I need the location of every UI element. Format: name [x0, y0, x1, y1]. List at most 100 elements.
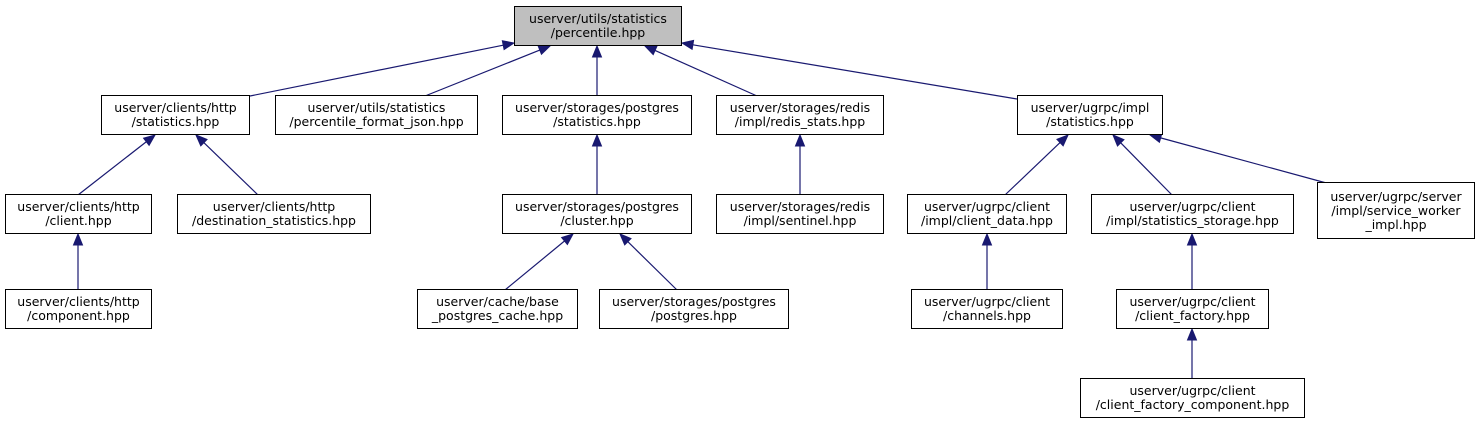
node-label-line: /postgres.hpp — [651, 308, 737, 323]
edge-postgres-cluster-to-postgres-statistics — [591, 133, 603, 195]
node-label-line: /impl/sentinel.hpp — [743, 213, 857, 228]
node-percentile[interactable]: userver/utils/statistics/percentile.hpp — [514, 6, 682, 46]
edge-channels-to-client-data — [981, 232, 993, 290]
edge-client-data-to-ugrpc-statistics — [1004, 134, 1069, 196]
edge-percentile-format-json-to-percentile — [424, 45, 552, 97]
arrowhead-icon — [1056, 134, 1069, 147]
arrowhead-icon — [794, 133, 806, 147]
node-label-line: /channels.hpp — [943, 308, 1031, 323]
node-label-line: /percentile_format_json.hpp — [289, 114, 464, 129]
arrowhead-icon — [1186, 232, 1198, 246]
edge-postgres-statistics-to-percentile — [591, 44, 603, 96]
node-label-line: userver/utils/statistics — [307, 100, 446, 115]
arrowhead-icon — [680, 39, 695, 51]
arrowhead-icon — [501, 40, 516, 51]
node-label-line: /statistics.hpp — [553, 114, 641, 129]
node-label-line: userver/ugrpc/client — [923, 199, 1051, 214]
node-label-line: userver/ugrpc/impl — [1030, 100, 1150, 115]
edge-http-client-to-http-statistics — [77, 134, 157, 196]
arrowhead-icon — [537, 45, 552, 56]
node-label-line: /client.hpp — [45, 213, 112, 228]
node-base-postgres-cache[interactable]: userver/cache/base_postgres_cache.hpp — [417, 289, 578, 329]
node-http-component[interactable]: userver/clients/http/component.hpp — [5, 289, 152, 329]
node-label-line: /component.hpp — [27, 308, 130, 323]
node-label-line: /impl/client_data.hpp — [921, 213, 1053, 228]
node-label-line: userver/storages/postgres — [515, 199, 679, 214]
edge-line — [627, 241, 678, 291]
node-postgres-statistics[interactable]: userver/storages/postgres/statistics.hpp — [502, 95, 692, 135]
edge-statistics-storage-to-ugrpc-statistics — [1112, 134, 1173, 196]
node-label-line: userver/storages/redis — [729, 199, 871, 214]
node-ugrpc-statistics[interactable]: userver/ugrpc/impl/statistics.hpp — [1017, 95, 1163, 135]
edge-destination-statistics-to-http-statistics — [195, 134, 259, 196]
node-label-line: userver/storages/redis — [729, 100, 871, 115]
node-percentile-format-json[interactable]: userver/utils/statistics/percentile_form… — [275, 95, 478, 135]
node-label-line: userver/ugrpc/client — [923, 294, 1051, 309]
node-label-line: userver/clients/http — [114, 100, 237, 115]
node-label-line: _postgres_cache.hpp — [431, 308, 564, 323]
node-client-factory[interactable]: userver/ugrpc/client/client_factory.hpp — [1116, 289, 1269, 329]
edge-redis-sentinel-to-redis-stats — [794, 133, 806, 195]
node-statistics-storage[interactable]: userver/ugrpc/client/impl/statistics_sto… — [1091, 194, 1294, 234]
node-label-line: userver/ugrpc/server — [1330, 188, 1462, 204]
edge-postgres-postgres-to-postgres-cluster — [619, 233, 678, 291]
node-redis-sentinel[interactable]: userver/storages/redis/impl/sentinel.hpp — [716, 194, 884, 234]
node-label-line: /client_factory.hpp — [1135, 308, 1250, 323]
node-label-line: /client_factory_component.hpp — [1095, 397, 1290, 412]
edge-http-statistics-to-percentile — [249, 40, 516, 97]
node-label-line: userver/clients/http — [17, 199, 140, 214]
node-service-worker-impl[interactable]: userver/ugrpc/server/impl/service_worker… — [1317, 182, 1475, 239]
edge-line — [1120, 142, 1173, 196]
arrowhead-icon — [591, 44, 603, 58]
arrowhead-icon — [142, 134, 157, 147]
node-label-line: /statistics.hpp — [131, 114, 220, 129]
arrowhead-icon — [643, 45, 658, 56]
edge-line — [249, 44, 504, 97]
edge-service-worker-impl-to-ugrpc-statistics — [1148, 132, 1331, 185]
node-label-line: /destination_statistics.hpp — [192, 213, 356, 228]
node-postgres-postgres[interactable]: userver/storages/postgres/postgres.hpp — [599, 289, 789, 329]
node-channels[interactable]: userver/ugrpc/client/channels.hpp — [911, 289, 1063, 329]
node-postgres-cluster[interactable]: userver/storages/postgres/cluster.hpp — [502, 194, 692, 234]
node-label-line: userver/storages/postgres — [515, 100, 679, 115]
arrowhead-icon — [981, 232, 993, 246]
node-http-statistics[interactable]: userver/clients/http/statistics.hpp — [101, 95, 250, 135]
edge-base-postgres-cache-to-postgres-cluster — [504, 233, 575, 291]
node-label-line: /impl/statistics_storage.hpp — [1106, 213, 1279, 228]
node-label-line: /impl/redis_stats.hpp — [734, 114, 866, 129]
edge-http-component-to-http-client — [72, 232, 84, 290]
node-destination-statistics[interactable]: userver/clients/http/destination_statist… — [177, 194, 371, 234]
edge-line — [504, 240, 565, 291]
edge-redis-stats-to-percentile — [643, 45, 758, 97]
node-client-data[interactable]: userver/ugrpc/client/impl/client_data.hp… — [907, 194, 1067, 234]
arrowhead-icon — [560, 233, 575, 246]
arrowhead-icon — [1112, 134, 1125, 147]
node-label-line: userver/clients/http — [17, 294, 140, 309]
edge-client-factory-to-statistics-storage — [1186, 232, 1198, 290]
node-label-line: /statistics.hpp — [1046, 114, 1134, 129]
node-http-client[interactable]: userver/clients/http/client.hpp — [5, 194, 152, 234]
edge-line — [692, 44, 1018, 100]
edge-line — [654, 49, 758, 97]
arrowhead-icon — [619, 233, 632, 246]
arrowhead-icon — [1186, 327, 1198, 341]
edge-line — [77, 141, 147, 196]
node-client-factory-component[interactable]: userver/ugrpc/client/client_factory_comp… — [1080, 378, 1305, 418]
node-label-line: /percentile.hpp — [550, 25, 646, 40]
node-label-line: /impl/service_worker — [1331, 202, 1461, 218]
node-label-line: userver/ugrpc/client — [1129, 199, 1256, 214]
arrowhead-icon — [72, 232, 84, 246]
edge-line — [1160, 137, 1331, 185]
node-redis-stats[interactable]: userver/storages/redis/impl/redis_stats.… — [716, 95, 884, 135]
edge-line — [203, 142, 259, 196]
node-label-line: userver/utils/statistics — [529, 11, 667, 26]
node-label-line: _impl.hpp — [1365, 216, 1427, 232]
edge-client-factory-component-to-client-factory — [1186, 327, 1198, 379]
arrowhead-icon — [195, 134, 208, 147]
node-label-line: userver/ugrpc/client — [1129, 294, 1256, 309]
edge-line — [1004, 142, 1061, 196]
node-label-line: userver/cache/base — [436, 294, 559, 309]
node-label-line: userver/clients/http — [212, 199, 336, 214]
